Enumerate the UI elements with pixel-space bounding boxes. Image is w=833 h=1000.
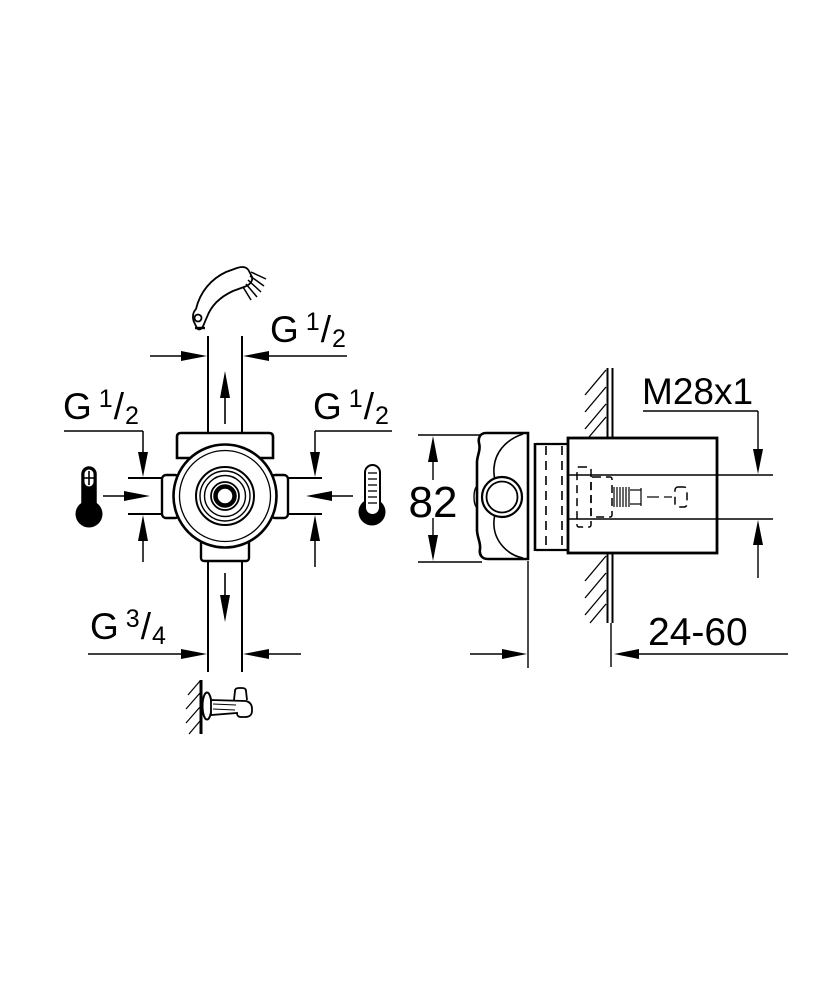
label-numerator: 1	[305, 308, 320, 336]
cold-flow-arrow	[306, 491, 353, 501]
label-prefix: G	[313, 386, 342, 427]
inlet-stubs	[128, 477, 322, 515]
label-denominator: 4	[151, 622, 166, 650]
label-denominator: 2	[374, 402, 389, 430]
label-prefix: G	[90, 606, 119, 647]
flow-arrow-down	[220, 573, 230, 622]
label-slash: /	[320, 309, 331, 350]
label-slash: /	[113, 386, 124, 427]
cartridge-detail	[576, 466, 688, 528]
front-view	[64, 266, 392, 735]
valve-body-side	[473, 431, 530, 561]
dim-left-inlet	[64, 430, 148, 562]
label-slash: /	[363, 386, 374, 427]
label-thread-size: M28x1	[642, 371, 754, 412]
label-prefix: G	[270, 309, 299, 350]
bath-spout-icon	[185, 680, 253, 735]
hand-shower-icon	[192, 266, 267, 331]
label-prefix: G	[63, 386, 92, 427]
label-numerator: 1	[98, 385, 113, 413]
label-denominator: 2	[331, 325, 346, 353]
hot-flow-arrow	[103, 491, 150, 501]
cold-thermometer-icon	[358, 464, 386, 526]
label-body-height: 82	[408, 478, 458, 527]
protective-box	[566, 436, 719, 555]
top-pipe	[207, 336, 243, 433]
label-numerator: 1	[348, 385, 363, 413]
label-slash: /	[140, 606, 151, 647]
dim-mounting-depth	[470, 561, 788, 668]
thread-tube	[569, 474, 773, 520]
label-numerator: 3	[125, 605, 140, 633]
dim-body-height	[418, 434, 482, 563]
dim-thread	[643, 410, 763, 578]
wall-section	[584, 368, 614, 624]
protection-cap	[533, 442, 568, 552]
spindle-detail	[613, 487, 672, 507]
label-denominator: 2	[124, 402, 139, 430]
flow-arrow-up	[220, 371, 230, 424]
hot-thermometer-icon	[75, 466, 103, 528]
bottom-pipe	[207, 561, 243, 672]
dim-bottom-outlet	[88, 649, 301, 659]
dim-right-inlet	[310, 430, 392, 567]
dim-top-outlet	[150, 351, 347, 361]
valve-body-front	[160, 431, 290, 563]
label-mounting-depth: 24-60	[648, 611, 748, 654]
side-view	[418, 368, 788, 668]
